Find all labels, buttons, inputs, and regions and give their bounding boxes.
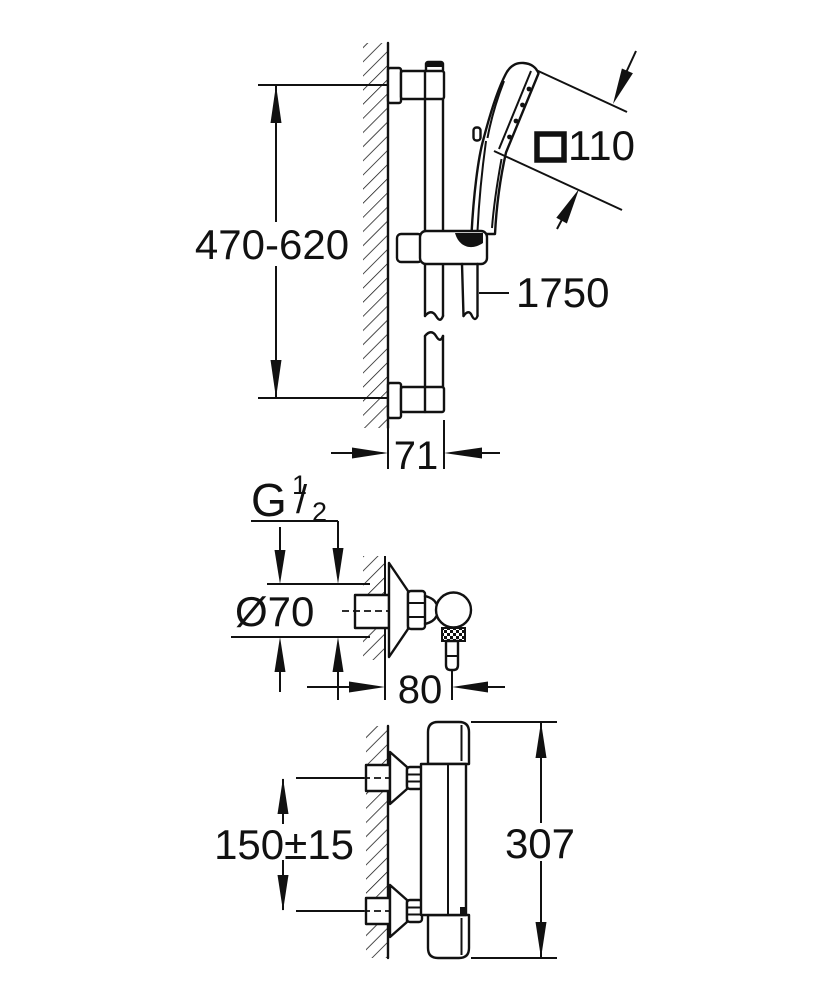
union-neck bbox=[423, 594, 438, 626]
dim-escutcheon-diameter: Ø70 bbox=[231, 527, 370, 700]
shower-hose bbox=[460, 262, 479, 321]
thread-denominator-label: 2 bbox=[312, 497, 327, 527]
temperature-knob bbox=[426, 720, 471, 766]
dim-outlet-offset-label: 80 bbox=[398, 668, 443, 712]
head-contour-line bbox=[486, 80, 505, 139]
dim-rail-depth: 71 bbox=[331, 420, 500, 478]
dim-rail-height-label: 470-620 bbox=[195, 221, 349, 268]
mixer-bottom-union bbox=[352, 883, 424, 939]
hand-shower-clip bbox=[472, 126, 482, 142]
dim-rail-height: 470-620 bbox=[195, 84, 388, 399]
dim-escutcheon-label: Ø70 bbox=[235, 588, 314, 635]
dim-inlet-spacing-label: 150±15 bbox=[214, 821, 354, 868]
hand-shower bbox=[470, 61, 540, 236]
rail-break-lower-wave bbox=[423, 331, 445, 341]
dim-hose-length: 1750 bbox=[479, 269, 609, 316]
union-ball-body bbox=[434, 591, 473, 629]
thread-letter-label: G bbox=[251, 474, 287, 526]
rail-tube-lower bbox=[423, 334, 445, 389]
spray-face-nozzles bbox=[507, 86, 532, 140]
dim-mixer-height-label: 307 bbox=[505, 820, 575, 867]
knurled-outlet-nut bbox=[441, 627, 466, 642]
dim-mixer-height: 307 bbox=[471, 721, 575, 959]
thread-numerator-label: 1 bbox=[292, 470, 307, 500]
view-wall-union: G 1 / 2 Ø70 80 bbox=[231, 470, 505, 712]
bottom-wall-bracket bbox=[386, 381, 446, 420]
rail-tube-upper bbox=[423, 97, 445, 233]
slider-holder bbox=[395, 229, 489, 266]
volume-knob bbox=[426, 913, 471, 960]
dim-hose-length-label: 1750 bbox=[516, 269, 609, 316]
rail-break-upper-wave bbox=[423, 311, 445, 321]
dim-thread-size: G 1 / 2 bbox=[251, 470, 344, 584]
union-hex-nut bbox=[406, 589, 427, 631]
dim-head-size: 110 bbox=[493, 50, 637, 230]
body-bottom-detail bbox=[460, 907, 467, 915]
escutcheon-cone bbox=[387, 561, 410, 659]
dim-outlet-offset: 80 bbox=[307, 668, 505, 712]
grip-shadow bbox=[455, 233, 483, 248]
top-wall-bracket bbox=[386, 60, 446, 105]
handle-inner-left bbox=[476, 140, 487, 232]
rail-tube-mid bbox=[423, 262, 445, 318]
handle-inner-right bbox=[491, 158, 503, 229]
thread-slash: / bbox=[296, 478, 308, 522]
spray-face-inner-line bbox=[498, 70, 532, 150]
square-symbol bbox=[534, 131, 567, 163]
view-shower-rail: 470-620 110 1750 71 bbox=[195, 41, 637, 478]
dim-inlet-spacing: 150±15 bbox=[214, 777, 364, 912]
wall-hatching-top bbox=[363, 43, 388, 428]
dim-head-size-label: 110 bbox=[568, 122, 635, 169]
dim-rail-depth-label: 71 bbox=[394, 434, 439, 478]
mixer-top-union bbox=[352, 750, 424, 806]
hose-break-wave bbox=[462, 311, 479, 321]
mixer-body bbox=[419, 720, 471, 960]
view-thermostat-mixer: 150±15 307 bbox=[214, 720, 575, 960]
supply-pipe-stub bbox=[353, 593, 391, 630]
